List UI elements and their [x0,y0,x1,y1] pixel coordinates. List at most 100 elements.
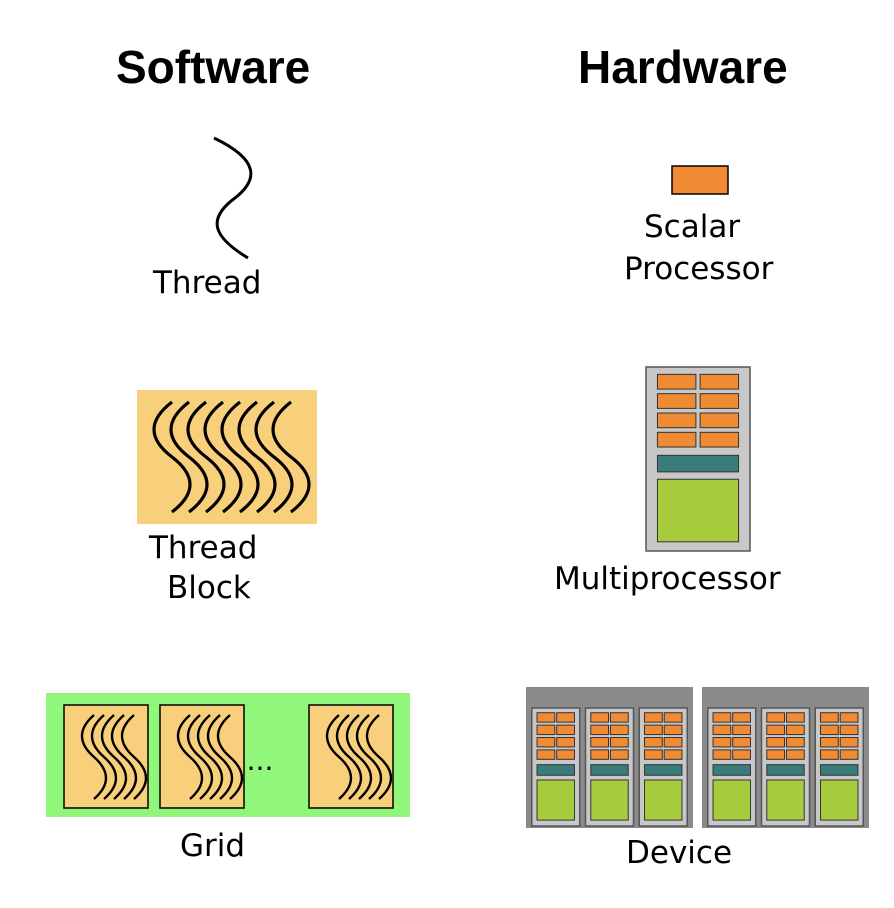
scalar-processor-cell [712,749,732,760]
scalar-processor-cell [656,393,697,409]
shared-memory-bar [820,764,859,776]
memory-block [590,779,629,821]
scalar-processor-cell [644,749,663,760]
scalar-processor-cell [556,712,575,723]
scalar-processor-cell [785,737,805,748]
thread-squiggle [345,714,373,800]
scalar-processor-cell [644,737,663,748]
shared-memory-bar [590,764,629,776]
scalar-processor-cell [732,737,751,748]
thread-squiggle [254,400,294,514]
shared-memory-bar [766,764,805,776]
scalar-processor-cell [839,749,859,760]
scalar-processor-cell [766,712,786,723]
scalar-processor-cell [609,724,629,736]
scalar-processor-cell [699,412,740,429]
scalar-processor-cell [732,749,751,760]
scalar-processor-cell [732,724,751,736]
scalar-processor-cell [656,431,697,448]
scalar-processor-cell [536,724,556,736]
scalar-processor-cell [556,737,575,748]
scalar-processor-cell [785,712,805,723]
thread-block-label-line2: Block [167,570,251,606]
memory-block [644,779,683,821]
memory-block [712,779,751,821]
scalar-processor-cell [590,737,610,748]
shared-memory-bar [644,764,683,776]
thread-block-label-line1: Thread [149,530,258,566]
scalar-processor-cell [656,412,697,429]
scalar-processor-cell [785,749,805,760]
scalar-processor-cell [699,431,740,448]
scalar-processor-cell [663,724,683,736]
scalar-processor-label-line2: Processor [624,251,774,287]
scalar-processor-cell [663,749,683,760]
scalar-processor-cell [536,712,556,723]
shared-memory-bar [536,764,575,776]
thread-squiggle [206,714,234,800]
scalar-processor-cell [839,712,859,723]
device-icon [526,687,869,828]
scalar-processor-cell [712,712,732,723]
thread-squiggle [120,714,148,800]
scalar-processor-cell [839,737,859,748]
grid-thread-block [63,704,149,809]
scalar-processor-cell [609,737,629,748]
thread-squiggle [203,400,243,514]
device-label: Device [626,835,733,871]
thread-squiggle [176,714,204,800]
hardware-heading: Hardware [578,41,788,93]
scalar-processor-icon [671,165,729,195]
scalar-processor-cell [732,712,751,723]
scalar-processor-cell [820,724,839,736]
scalar-processor-cell [609,749,629,760]
scalar-processor-cell [590,712,610,723]
grid-thread-block [159,704,245,809]
grid-label: Grid [180,828,246,864]
thread-squiggle [216,714,244,800]
thread-squiggle [213,136,253,260]
scalar-processor-cell [766,737,786,748]
scalar-processor-cell [536,737,556,748]
memory-block [536,779,575,821]
scalar-processor-cell [590,749,610,760]
multiprocessor-label: Multiprocessor [554,561,781,597]
scalar-processor-cell [839,724,859,736]
scalar-processor-cell [536,749,556,760]
scalar-processor-cell [820,737,839,748]
grid-thread-block [308,704,394,809]
grid-ellipsis: ... [247,744,274,777]
thread-squiggle [80,714,108,800]
thread-squiggle [237,400,277,514]
thread-squiggle [100,714,128,800]
thread-squiggle [169,400,209,514]
thread-squiggle [325,714,353,800]
scalar-processor-label-line1: Scalar [644,209,741,245]
thread-squiggle [335,714,363,800]
scalar-processor-cell [712,737,732,748]
thread-squiggle [110,714,138,800]
thread-block-threads [152,400,311,514]
scalar-processor-cell [820,712,839,723]
shared-memory-bar [712,764,751,776]
thread-squiggle [271,400,311,514]
scalar-processor-cell [663,737,683,748]
software-heading: Software [116,41,311,93]
memory-block [656,478,740,543]
thread-squiggle [365,714,393,800]
scalar-processor-cell [609,712,629,723]
thread-label: Thread [153,265,262,301]
scalar-processor-cell [785,724,805,736]
scalar-processor-cell [556,724,575,736]
grid-blocks [63,704,394,809]
thread-squiggle [186,714,214,800]
scalar-processor-cell [699,373,740,390]
thread-squiggle [152,400,192,514]
thread-squiggle [186,400,226,514]
memory-block [820,779,859,821]
scalar-processor-cell [644,712,663,723]
scalar-processor-cell [556,749,575,760]
scalar-processor-cell [644,724,663,736]
scalar-processor-cell [766,749,786,760]
